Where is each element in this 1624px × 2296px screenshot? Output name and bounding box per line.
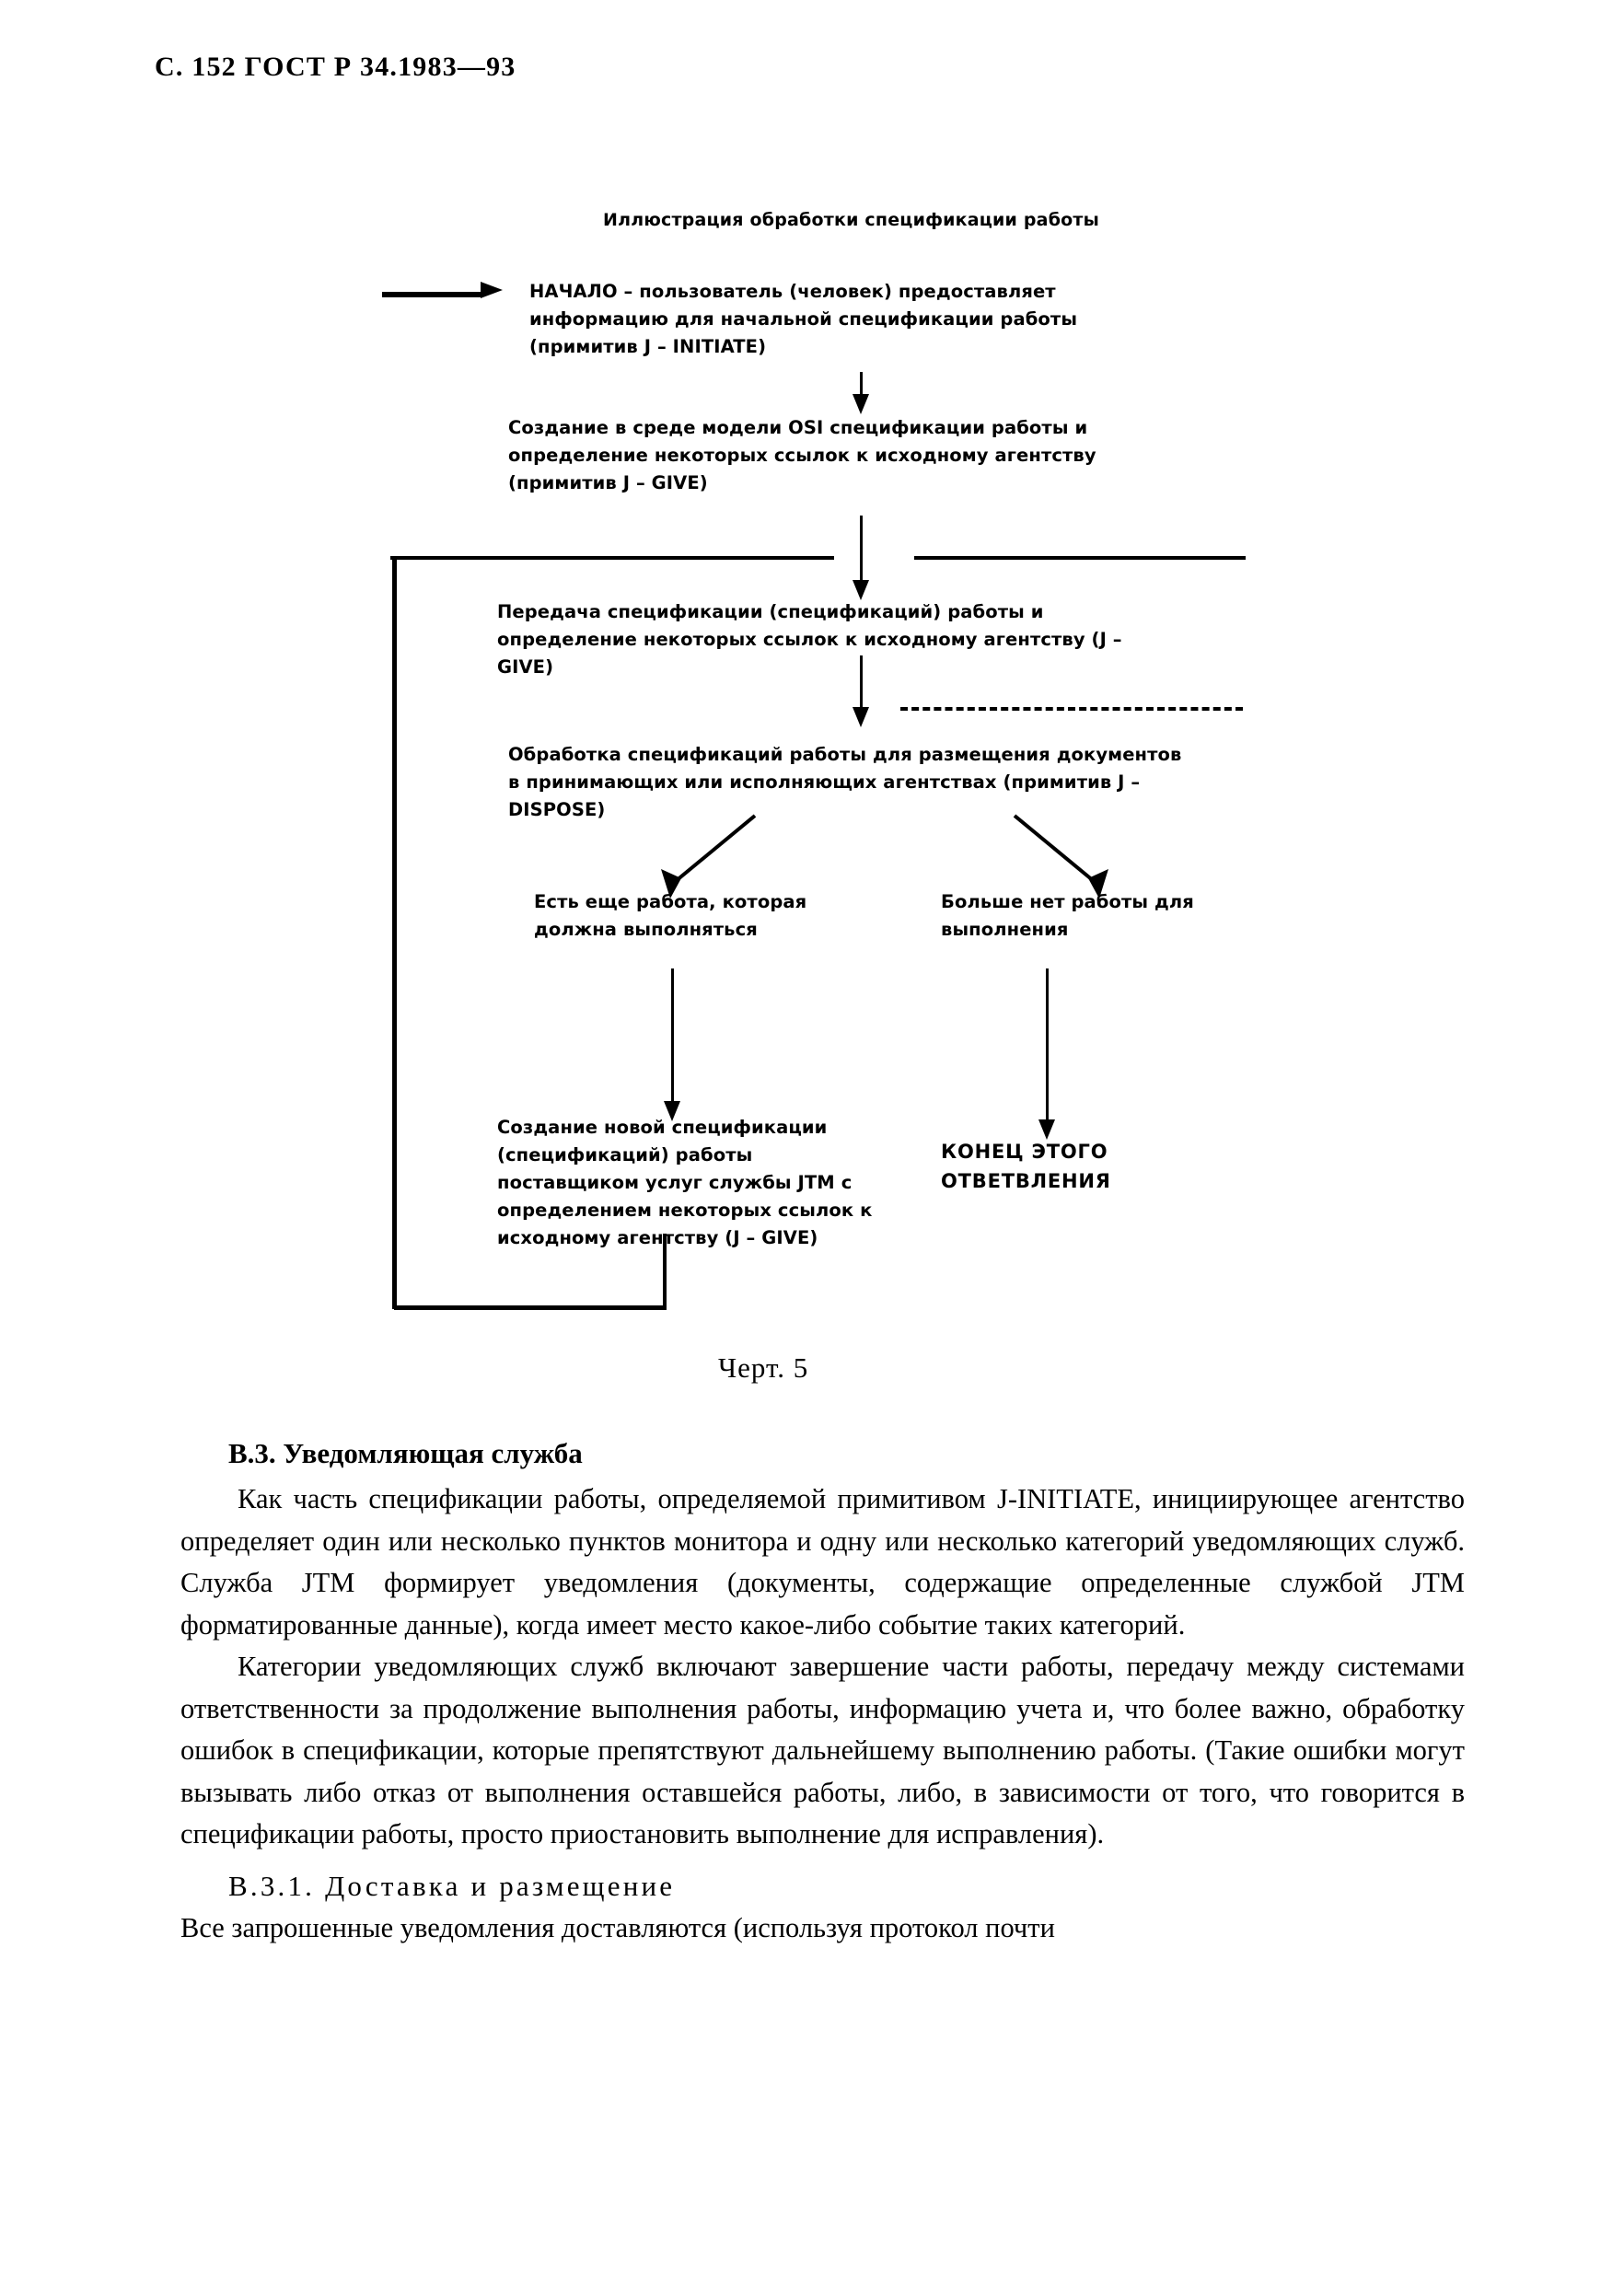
connector-branchright-end: [1046, 968, 1049, 1134]
arrowhead-create-transfer-icon: [853, 580, 869, 600]
flow-branch-label-left: Есть еще работа, которая должна выполнят…: [534, 891, 807, 940]
dashed-boundary-line: [900, 707, 1243, 711]
arrowhead-branchright-end-icon: [1038, 1119, 1055, 1140]
flow-block-new-specification: Создание новой спецификации (спецификаци…: [497, 1117, 873, 1248]
paragraph-3: Все запрошенные уведомления доставляются…: [180, 1911, 1055, 1943]
arrowhead-branchleft-newspec-icon: [664, 1101, 680, 1121]
flow-block-transfer: Передача спецификации (спецификаций) раб…: [497, 601, 1122, 678]
entry-arrow-line: [382, 292, 483, 297]
arrowhead-start-create-icon: [853, 394, 869, 414]
flow-block-process: Обработка спецификаций работы для размещ…: [508, 744, 1182, 820]
section-heading: В.3. Уведомляющая служба: [228, 1437, 583, 1469]
connector-process-branch-left: [661, 814, 757, 899]
figure-caption: Черт. 5: [718, 1351, 809, 1384]
subsection-heading: В.3.1. Доставка и размещение: [228, 1869, 676, 1902]
running-head: С. 152 ГОСТ Р 34.1983—93: [155, 52, 516, 82]
figure-flowchart: Иллюстрация обработки спецификации работ…: [382, 210, 1246, 1384]
figure-title: Иллюстрация обработки спецификации работ…: [603, 210, 1100, 230]
arrowhead-transfer-process-icon: [853, 707, 869, 727]
connector-process-branch-right: [1013, 814, 1108, 899]
loopback-right-vertical: [663, 1234, 667, 1307]
paragraph-1: Как часть спецификации работы, определяе…: [180, 1483, 1465, 1641]
connector-transfer-process: [860, 655, 863, 722]
connector-create-transfer: [860, 516, 863, 595]
boundary-line-left: [390, 556, 834, 560]
flow-block-start: НАЧАЛО – пользователь (человек) предоста…: [529, 281, 1078, 357]
loopback-left-vertical: [392, 556, 397, 1309]
boundary-line-right: [914, 556, 1246, 560]
loopback-bottom-horizontal: [394, 1305, 667, 1310]
paragraph-2: Категории уведомляющих служб включают за…: [180, 1651, 1465, 1850]
connector-branchleft-newspec: [671, 968, 674, 1116]
body-text: В.3. Уведомляющая служба Как часть специ…: [180, 1432, 1465, 1949]
flow-block-create: Создание в среде модели OSI спецификации…: [508, 417, 1096, 493]
flow-branch-label-right: Больше нет работы для выполнения: [941, 891, 1194, 940]
entry-arrowhead-icon: [481, 282, 503, 298]
flow-block-end-of-branch: КОНЕЦ ЭТОГО ОТВЕТВЛЕНИЯ: [941, 1141, 1111, 1192]
connector-start-create: [860, 372, 863, 405]
